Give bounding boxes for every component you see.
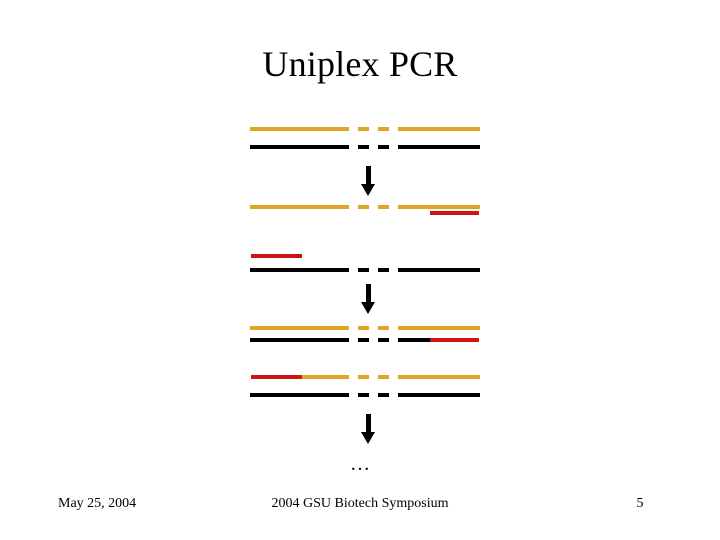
strand-segment-g4-orange-new-0 — [302, 375, 338, 379]
strand-segment-g2-orange-template-2 — [404, 205, 480, 209]
strand-segment-g1-top-orange-1 — [338, 127, 404, 131]
strand-segment-g3-orange-template-2 — [404, 326, 480, 330]
arrow-shaft — [366, 284, 371, 304]
arrow-shaft — [366, 414, 371, 434]
strand-segment-g4-black-template-1 — [338, 393, 404, 397]
footer-page-number: 5 — [636, 496, 644, 511]
strand-segment-g1-bottom-black-2 — [404, 145, 480, 149]
down-arrow-icon — [358, 414, 380, 444]
strand-segment-g2-primer-right-0 — [430, 211, 479, 215]
page-title: Uniplex PCR — [262, 44, 458, 85]
down-arrow-icon — [358, 166, 380, 196]
down-arrow-icon — [358, 284, 380, 314]
strand-segment-g4-black-template-0 — [250, 393, 338, 397]
arrow-head — [361, 302, 375, 314]
strand-segment-g3-orange-template-1 — [338, 326, 404, 330]
slide-footer: May 25, 2004 2004 GSU Biotech Symposium … — [0, 494, 720, 518]
strand-segment-g1-top-orange-2 — [404, 127, 480, 131]
arrow-head — [361, 184, 375, 196]
arrow-shaft — [366, 166, 371, 186]
strand-segment-g2-orange-template-1 — [338, 205, 404, 209]
strand-segment-g1-bottom-black-1 — [338, 145, 404, 149]
strand-segment-g2-primer-left-0 — [251, 254, 302, 258]
strand-segment-g2-black-template-1 — [338, 268, 404, 272]
strand-segment-g3-black-new-1 — [338, 338, 404, 342]
strand-segment-g4-black-template-2 — [404, 393, 480, 397]
strand-segment-g1-top-orange-0 — [250, 127, 338, 131]
uniplex-pcr-diagram — [250, 127, 480, 444]
strand-segment-g3-black-new-2 — [404, 338, 430, 342]
strand-segment-g3-red-extension-0 — [430, 338, 479, 342]
strand-segment-g4-red-extension-0 — [251, 375, 302, 379]
strand-segment-g2-black-template-0 — [250, 268, 338, 272]
strand-segment-g2-orange-template-0 — [250, 205, 338, 209]
arrow-head — [361, 432, 375, 444]
footer-date: May 25, 2004 — [58, 496, 137, 511]
footer-event-name: 2004 GSU Biotech Symposium — [271, 496, 449, 511]
strand-segment-g2-black-template-2 — [404, 268, 480, 272]
strand-segment-g4-orange-new-2 — [404, 375, 480, 379]
strand-segment-g4-orange-new-1 — [338, 375, 404, 379]
strand-segment-g3-orange-template-0 — [250, 326, 338, 330]
continuation-ellipsis: … — [350, 453, 370, 475]
strand-segment-g3-black-new-0 — [250, 338, 338, 342]
strand-segment-g1-bottom-black-0 — [250, 145, 338, 149]
